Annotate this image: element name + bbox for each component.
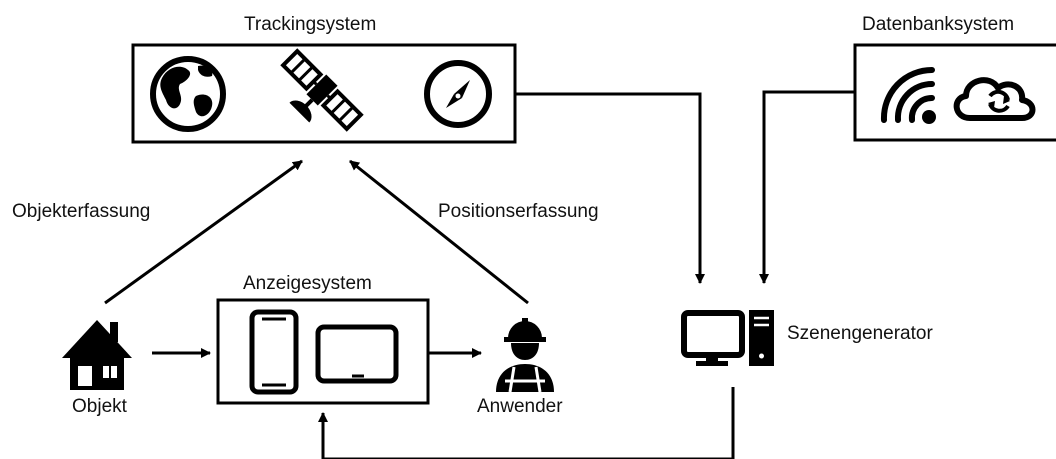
position-capture-arrow [349,159,529,305]
display-system-title: Anzeigesystem [243,273,372,294]
database-system-title: Datenbanksystem [862,14,1015,35]
globe-icon [150,56,226,132]
smartphone-icon [249,309,299,395]
position-capture-label: Positionserfassung [438,201,599,222]
object-label: Objekt [72,396,127,417]
wifi-icon [880,66,936,124]
tracking-to-generator-arrow [515,92,705,284]
database-to-generator-arrow [759,90,855,284]
tablet-icon [315,324,399,384]
object-capture-arrow [104,159,303,305]
satellite-icon [280,48,364,132]
compass-icon [424,60,492,128]
database-system-box [853,43,1056,142]
computer-icon [681,310,774,366]
user-label: Anwender [477,396,563,417]
cloud-sync-icon [953,77,1036,121]
scene-generator-label: Szenengenerator [787,323,933,344]
generator-to-display-return [318,412,733,459]
house-icon [62,320,132,390]
object-capture-label: Objekterfassung [12,201,151,222]
tracking-system-title: Trackingsystem [244,14,377,35]
worker-icon [496,318,554,393]
